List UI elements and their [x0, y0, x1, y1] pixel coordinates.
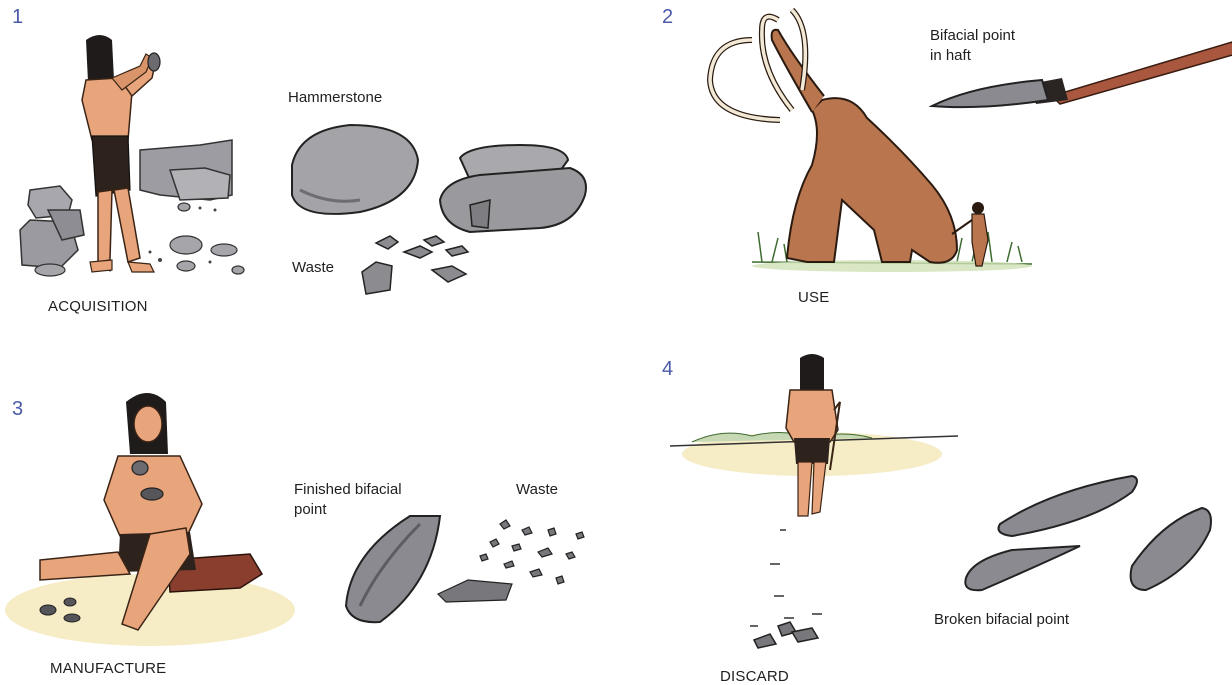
panel-2-illustration: [612, 0, 1232, 300]
hunter: [952, 202, 988, 266]
caption-use: USE: [798, 289, 829, 306]
label-waste-3: Waste: [516, 480, 558, 500]
label-hammerstone: Hammerstone: [288, 88, 382, 108]
panel-4-illustration: [662, 350, 1232, 680]
caption-acquisition: ACQUISITION: [48, 298, 148, 315]
footprints: [750, 530, 822, 626]
label-finished-point: Finished bifacial point: [294, 480, 402, 520]
waste-flakes: [362, 236, 468, 294]
caption-discard: DISCARD: [720, 668, 789, 685]
core-stones: [440, 145, 586, 232]
panel-3-illustration: [0, 384, 600, 674]
label-point-in-haft: Bifacial point in haft: [930, 26, 1015, 66]
manufacture-waste: [438, 520, 584, 602]
figure-discard: [786, 354, 840, 516]
caption-manufacture: MANUFACTURE: [50, 660, 166, 677]
panel-1-illustration: [0, 0, 600, 300]
label-waste-1: Waste: [292, 258, 334, 278]
finished-bifacial-point: [346, 516, 440, 622]
mammoth: [710, 10, 957, 263]
label-broken-point: Broken bifacial point: [934, 610, 1069, 630]
broken-bifacial-points: [965, 476, 1211, 590]
discarded-fragments: [754, 622, 818, 648]
